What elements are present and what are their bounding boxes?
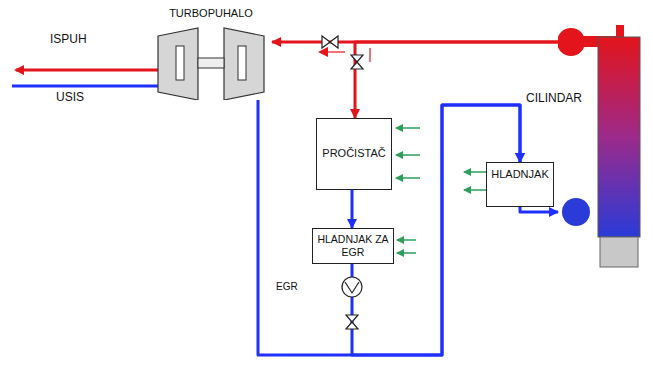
pump-symbol	[342, 277, 362, 297]
pump-symbol	[345, 282, 359, 293]
part-label: HLADNJAK	[491, 168, 548, 181]
flow-pipe	[520, 207, 558, 212]
flow-pipe	[258, 100, 520, 355]
flow-arrow	[320, 51, 345, 52]
valve-symbol	[351, 55, 363, 69]
filter-box: PROČISTAČ	[316, 118, 392, 190]
turbo-housing	[150, 6, 272, 100]
turbocharger: TURBOPUHALO	[150, 6, 272, 100]
intake-line	[12, 85, 160, 88]
part-label: CILINDAR	[524, 91, 584, 105]
exhaust-line	[16, 69, 160, 72]
egr-cooler-box: HLADNJAK ZA EGR	[312, 228, 394, 264]
flow-arrow	[369, 48, 370, 62]
cylinder: CILINDAR	[558, 25, 648, 270]
coolant-arrows	[396, 128, 486, 253]
valve-symbol	[322, 36, 338, 48]
cylinder-body	[558, 25, 648, 270]
valve-symbol	[346, 315, 358, 329]
flow-label: USIS	[56, 90, 84, 104]
flow-pipe	[355, 42, 558, 118]
part-label: PROČISTAČ	[322, 147, 385, 160]
part-label: HLADNJAK ZA EGR	[313, 233, 393, 258]
cooler-box: HLADNJAK	[486, 162, 554, 207]
flow-label: EGR	[276, 281, 298, 292]
flow-pipe	[351, 190, 354, 228]
flow-label: ISPUH	[50, 32, 87, 46]
part-label: TURBOPUHALO	[150, 6, 272, 20]
